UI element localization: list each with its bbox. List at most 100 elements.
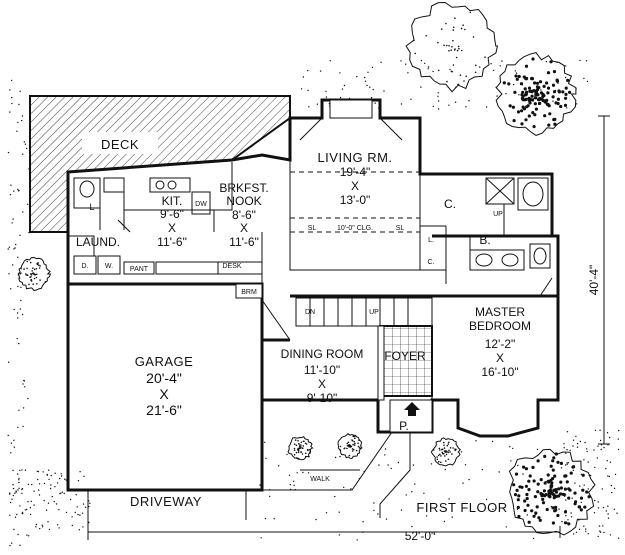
speckle-dot <box>63 492 65 495</box>
speckle-dot <box>38 489 40 491</box>
speckle-dot <box>499 65 501 67</box>
speckle-dot <box>27 501 29 503</box>
speckle-dot <box>61 491 64 493</box>
speckle-dot <box>338 511 340 513</box>
speckle-dot <box>371 66 374 69</box>
speckle-dot <box>599 439 602 442</box>
speckle-dot <box>18 409 20 411</box>
speckle-dot <box>512 83 515 86</box>
speckle-dot <box>13 308 15 311</box>
speckle-dot <box>566 431 569 433</box>
speckle-dot <box>586 450 588 453</box>
speckle-dot <box>492 69 495 72</box>
speckle-dot <box>39 527 41 530</box>
washer-label: W. <box>105 263 113 270</box>
speckle-dot <box>481 468 484 471</box>
speckle-dot <box>14 247 16 249</box>
speckle-dot <box>292 480 295 482</box>
dining-dim2: 9'-10" <box>307 391 338 405</box>
speckle-dot <box>602 525 604 527</box>
speckle-dot <box>289 484 291 486</box>
laundry-l-label: L <box>89 202 94 212</box>
speckle-dot <box>603 446 605 449</box>
speckle-dot <box>518 94 520 96</box>
speckle-dot <box>47 521 49 523</box>
dimension-lines <box>87 115 610 538</box>
speckle-dot <box>373 502 375 504</box>
speckle-dot <box>334 495 336 498</box>
speckle-dot <box>19 234 21 236</box>
speckle-dot <box>19 544 21 546</box>
speckle-dot <box>609 534 612 536</box>
speckle-dot <box>584 441 586 444</box>
speckle-dot <box>585 60 588 62</box>
speckle-dot <box>587 533 589 535</box>
speckle-dot <box>599 530 601 532</box>
speckle-dot <box>51 495 53 498</box>
speckle-dot <box>599 531 602 533</box>
speckle-dot <box>411 491 413 493</box>
plan-title: FIRST FLOOR <box>416 500 507 515</box>
nook-x: X <box>240 221 248 235</box>
tree-icon <box>495 52 577 136</box>
speckle-dot <box>569 449 571 452</box>
speckle-dot <box>25 147 28 150</box>
speckle-dot <box>82 503 85 505</box>
speckle-dot <box>286 453 288 456</box>
speckle-dot <box>565 515 567 517</box>
speckle-dot <box>516 508 519 510</box>
living-room-dashes <box>290 171 420 233</box>
speckle-dot <box>17 317 19 319</box>
speckle-dot <box>583 77 585 80</box>
speckle-dot <box>75 494 77 496</box>
speckle-dot <box>83 475 85 477</box>
kitchen-dim1: 9'-6" <box>160 207 184 221</box>
speckle-dot <box>273 518 275 520</box>
speckle-dot <box>600 448 602 451</box>
speckle-dot <box>437 92 439 94</box>
speckle-dot <box>501 60 503 62</box>
speckle-dot <box>29 507 32 509</box>
tree-icon <box>17 256 52 292</box>
speckle-dot <box>13 528 15 531</box>
speckle-dot <box>606 432 609 434</box>
speckle-dot <box>259 484 261 486</box>
speckle-dot <box>609 461 612 463</box>
dining-room <box>260 299 291 400</box>
garage-name: GARAGE <box>135 354 194 369</box>
speckle-dot <box>48 478 50 481</box>
speckle-dot <box>22 425 24 428</box>
speckle-dot <box>18 479 20 481</box>
speckle-dot <box>505 526 507 528</box>
speckle-dot <box>372 88 374 91</box>
porch-label: P. <box>399 419 409 433</box>
speckle-dot <box>17 426 19 428</box>
speckle-dot <box>11 102 13 105</box>
speckle-dot <box>580 501 582 504</box>
speckle-dot <box>19 505 21 507</box>
speckle-dot <box>390 467 392 470</box>
speckle-dot <box>329 60 331 62</box>
speckle-dot <box>350 488 352 490</box>
speckle-dot <box>22 153 24 155</box>
speckle-dot <box>49 487 52 490</box>
nook-name1: BRKFST. <box>219 181 268 195</box>
speckle-dot <box>41 524 43 526</box>
speckle-dot <box>593 512 596 514</box>
speckle-dot <box>278 465 280 467</box>
speckle-dot <box>22 407 25 409</box>
speckle-dot <box>587 488 589 490</box>
speckle-dot <box>570 512 572 514</box>
speckle-dot <box>27 397 29 400</box>
speckle-dot <box>565 464 567 466</box>
speckle-dot <box>420 59 423 62</box>
speckle-dot <box>24 469 27 471</box>
speckle-dot <box>597 507 600 509</box>
speckle-dot <box>265 457 267 459</box>
speckle-dot <box>362 521 364 523</box>
speckle-dot <box>17 256 19 258</box>
speckle-dot <box>572 533 575 535</box>
speckle-dot <box>19 90 21 93</box>
dining-name: DINING ROOM <box>281 347 364 361</box>
speckle-dot <box>420 86 422 88</box>
